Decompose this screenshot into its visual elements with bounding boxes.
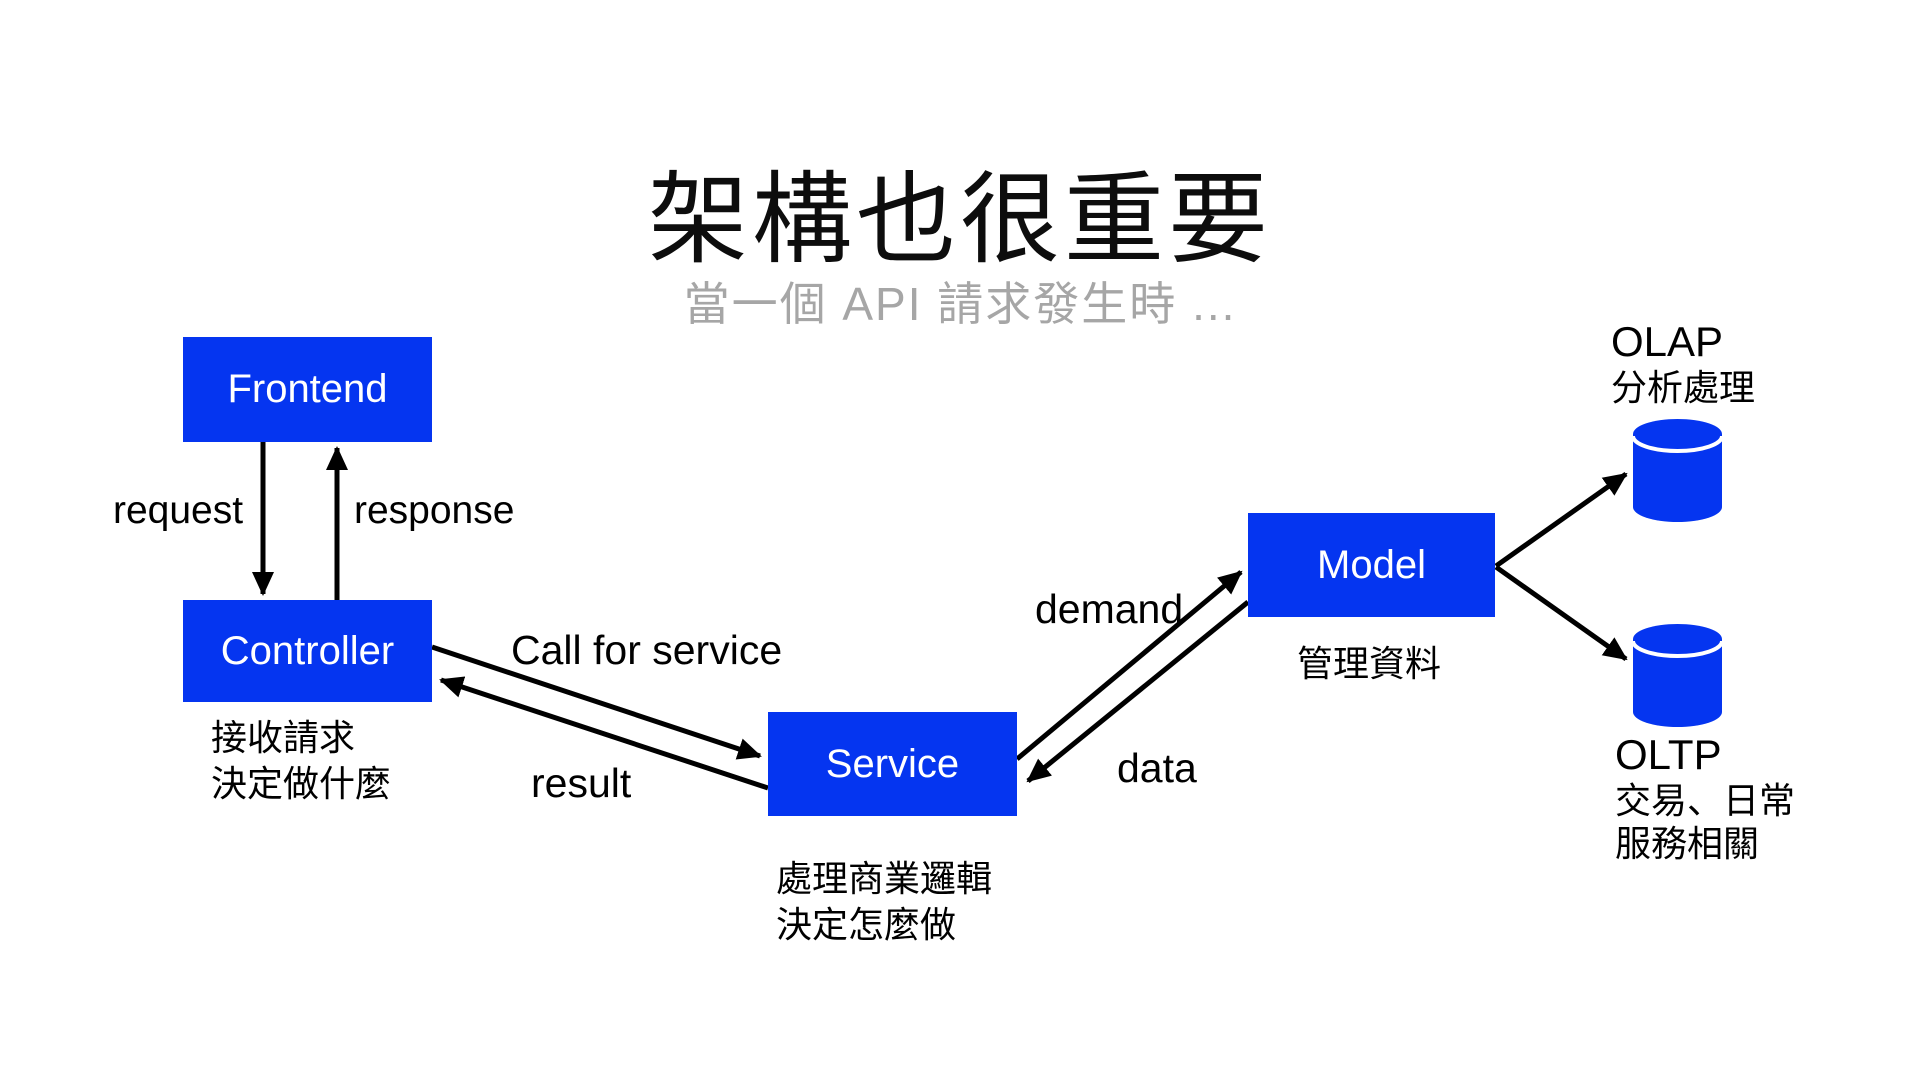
response-arrow-label: response bbox=[354, 489, 515, 532]
service-note-line2: 決定怎麼做 bbox=[776, 904, 957, 945]
model-note-line1: 管理資料 bbox=[1297, 643, 1442, 684]
service-node: Service bbox=[768, 712, 1017, 816]
demand-arrow-label: demand bbox=[1035, 586, 1184, 632]
olap-desc: 分析處理 bbox=[1611, 367, 1756, 408]
oltp-cylinder-body bbox=[1633, 624, 1722, 728]
slide-title: 架構也很重要 bbox=[648, 164, 1272, 276]
olap-database-icon bbox=[1631, 419, 1724, 523]
result-arrow-label: result bbox=[531, 760, 632, 806]
oltp-desc-line2: 服務相關 bbox=[1615, 823, 1760, 864]
olap-name: OLAP bbox=[1611, 318, 1724, 365]
slide-subtitle: 當一個 API 請求發生時 ... bbox=[683, 278, 1237, 330]
controller-note: 接收請求 決定做什麼 bbox=[211, 715, 391, 807]
request-arrow-label: request bbox=[113, 489, 244, 532]
oltp-label-block: OLTP 交易、日常 服務相關 bbox=[1615, 731, 1795, 865]
controller-note-line1: 接收請求 bbox=[211, 717, 356, 758]
oltp-cylinder-rim bbox=[1631, 640, 1724, 658]
demand-arrow bbox=[1015, 570, 1243, 761]
oltp-database-icon bbox=[1631, 624, 1724, 728]
model-to-olap-arrow bbox=[1494, 471, 1628, 569]
service-note: 處理商業邏輯 決定怎麼做 bbox=[776, 856, 992, 948]
model-to-oltp-arrow bbox=[1494, 564, 1628, 662]
service-note-line1: 處理商業邏輯 bbox=[776, 858, 993, 899]
controller-note-line2: 決定做什麼 bbox=[211, 763, 392, 804]
model-note: 管理資料 bbox=[1297, 641, 1441, 687]
olap-cylinder-rim bbox=[1631, 435, 1724, 453]
frontend-node: Frontend bbox=[183, 337, 432, 442]
result-arrow bbox=[439, 676, 769, 791]
oltp-desc-line1: 交易、日常 bbox=[1615, 780, 1796, 821]
data-arrow-label: data bbox=[1117, 745, 1197, 791]
oltp-name: OLTP bbox=[1615, 731, 1722, 778]
controller-node: Controller bbox=[183, 600, 432, 702]
olap-cylinder-body bbox=[1633, 419, 1722, 523]
call-for-service-arrow-label: Call for service bbox=[511, 627, 783, 673]
model-node: Model bbox=[1248, 513, 1495, 617]
data-arrow bbox=[1026, 600, 1250, 783]
olap-label-block: OLAP 分析處理 bbox=[1611, 318, 1755, 409]
call-for-service-arrow bbox=[431, 644, 762, 760]
